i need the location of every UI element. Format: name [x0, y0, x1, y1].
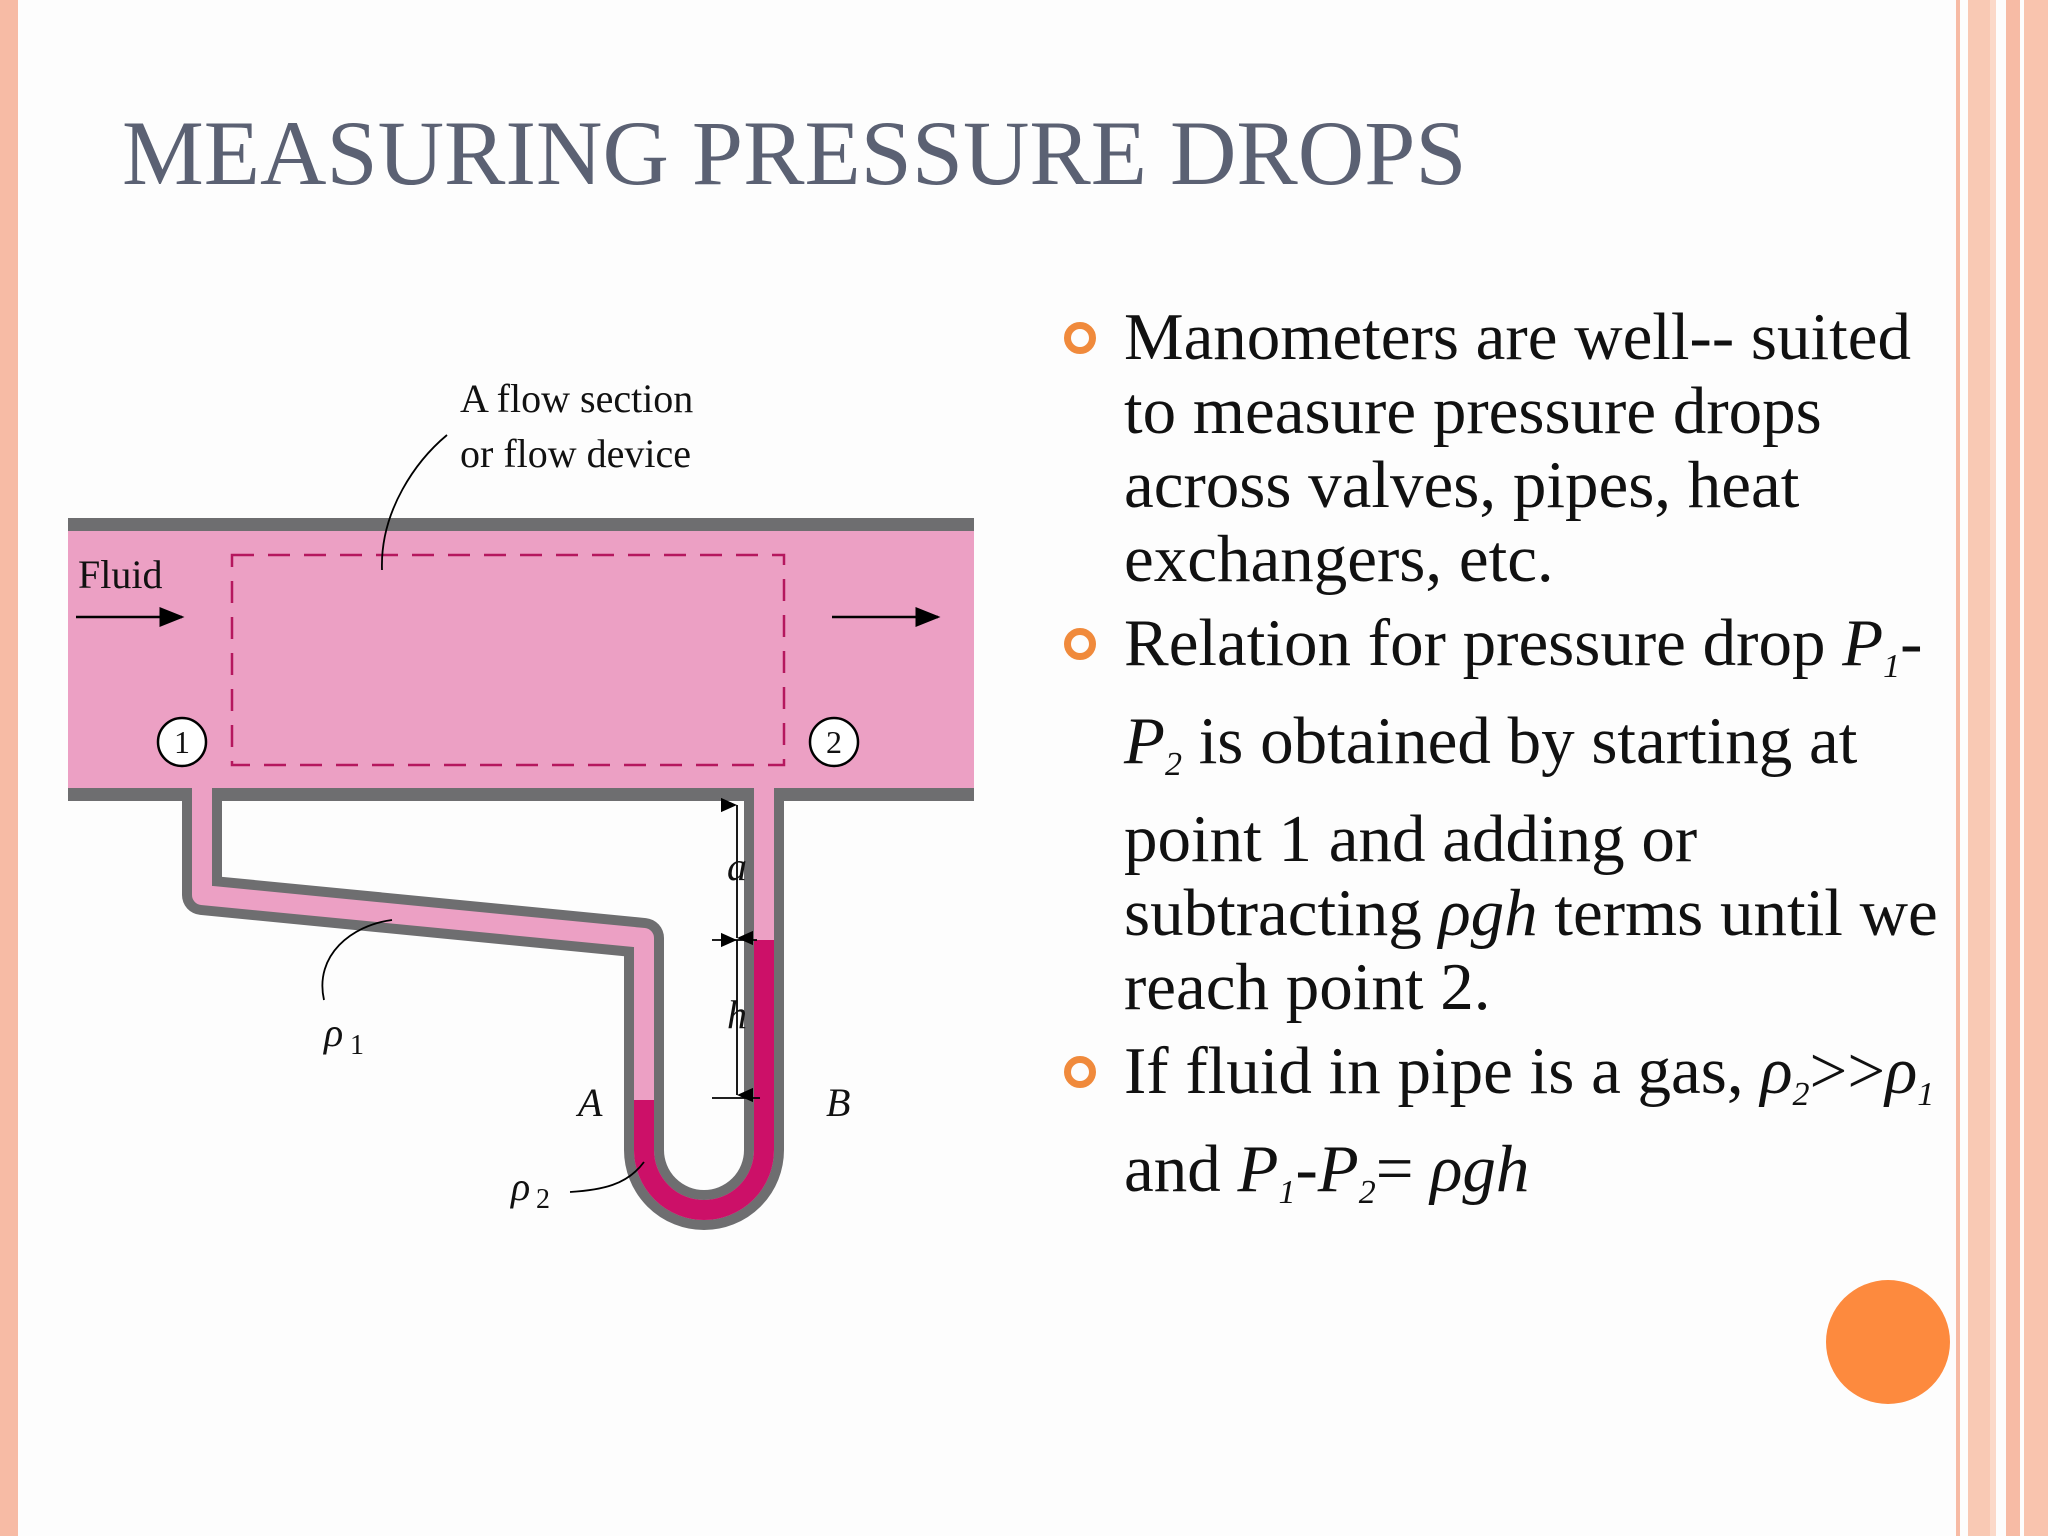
bullet-ring-icon [1064, 628, 1096, 660]
manometer-fluid-2 [634, 940, 774, 1220]
bullet-2-text-a: Relation for pressure drop [1124, 606, 1843, 680]
point-1-label: 1 [174, 724, 190, 760]
rho1-label: ρ [322, 1010, 343, 1055]
much-greater-sign: >> [1809, 1034, 1886, 1108]
and-word: and [1124, 1132, 1238, 1206]
p1-symbol: P [1237, 1132, 1279, 1206]
fluid-label: Fluid [78, 552, 162, 597]
rho2-symbol: ρ [1760, 1034, 1793, 1108]
rho-g-h-term: ρgh [1438, 876, 1538, 950]
rho1-subscript: 1 [350, 1030, 364, 1061]
p1-subscript: 1 [1278, 1174, 1296, 1211]
bullet-ring-icon [1064, 322, 1096, 354]
point-B-label: B [826, 1080, 850, 1125]
dimension-a-label: a [727, 844, 747, 889]
dimension-h-label: h [727, 992, 747, 1037]
p1-subscript: 1 [1883, 648, 1901, 685]
p2-subscript: 2 [1358, 1174, 1376, 1211]
bullet-item-2: Relation for pressure drop P1-P2 is obta… [1062, 606, 1962, 1024]
bullet-item-3: If fluid in pipe is a gas, ρ2>>ρ1 and P1… [1062, 1034, 1962, 1230]
bullet-list: Manometers are well-- suited to measure … [1062, 300, 1962, 1240]
bullet-2-text-b: is obtained by starting at point 1 and a… [1124, 704, 1858, 950]
rho2-label: ρ [509, 1164, 530, 1209]
rho2-subscript: 2 [1792, 1076, 1810, 1113]
point-2-label: 2 [826, 724, 842, 760]
flow-device-label-line2: or flow device [460, 431, 691, 476]
bullet-3-text-a: If fluid in pipe is a gas, [1124, 1034, 1761, 1108]
equals-sign: = [1375, 1132, 1431, 1206]
p1-symbol: P [1842, 606, 1884, 680]
rho-g-h-term: ρgh [1430, 1132, 1530, 1206]
flow-device-label-line1: A flow section [460, 376, 693, 421]
point-A-label: A [575, 1080, 603, 1125]
left-border-stripe [0, 0, 18, 1536]
flow-device-leader [381, 434, 448, 571]
right-border-stripes [1956, 0, 2048, 1536]
bullet-text-1: Manometers are well-- suited to measure … [1124, 300, 1911, 596]
rho2-subscript: 2 [536, 1184, 550, 1215]
bullet-item-1: Manometers are well-- suited to measure … [1062, 300, 1962, 596]
manometer-diagram: 1 2 A flow section or flow device Fluid … [68, 376, 974, 1230]
point-2-marker [808, 716, 860, 768]
p2-subscript: 2 [1164, 746, 1182, 783]
p2-symbol: P [1317, 1132, 1359, 1206]
point-1-marker [156, 716, 208, 768]
bullet-2-text-c: terms until we reach point 2. [1124, 876, 1938, 1024]
flow-device-box [230, 553, 786, 767]
manometer-fluid-1 [192, 795, 774, 1220]
minus-sign: - [1295, 1132, 1318, 1206]
rho1-leader [321, 919, 393, 1001]
pipe-top-wall [68, 518, 974, 531]
slide-title: MEASURING PRESSURE DROPS [122, 102, 1467, 204]
p2-symbol: P [1124, 704, 1165, 778]
rho2-leader [569, 1161, 645, 1193]
rho1-symbol: ρ [1885, 1034, 1918, 1108]
bullet-ring-icon [1064, 1056, 1096, 1088]
manometer-tube-wall [182, 795, 784, 1230]
rho1-subscript: 1 [1917, 1076, 1935, 1113]
decorative-orange-circle [1826, 1280, 1950, 1404]
minus-sign: - [1900, 606, 1923, 680]
